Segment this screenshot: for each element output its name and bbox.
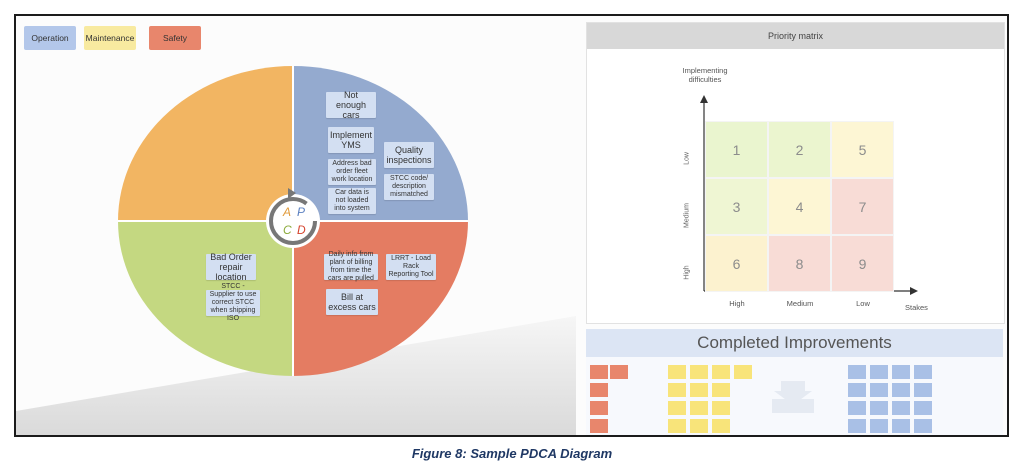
matrix-cell: 3 <box>705 178 768 235</box>
priority-matrix-title: Priority matrix <box>587 23 1004 49</box>
note-stcc-supplier: STCC - Supplier to use correct STCC when… <box>206 283 260 322</box>
note-not-enough-cars: Not enough cars <box>326 90 376 120</box>
completed-improvements-title: Completed Improvements <box>586 329 1003 357</box>
pdca-letter-c: C <box>283 223 292 237</box>
legend-maintenance: Maintenance <box>84 26 136 50</box>
matrix-cell: 6 <box>705 235 768 292</box>
pdca-letter-a: A <box>282 205 291 219</box>
matrix-cell: 2 <box>768 121 831 178</box>
pdca-letter-d: D <box>297 223 306 237</box>
y-tick-low: Low <box>683 152 691 165</box>
x-tick-high: High <box>729 299 745 308</box>
quadrant-plan <box>293 66 468 221</box>
y-tick-medium: Medium <box>683 203 691 228</box>
legend-safety: Safety <box>149 26 201 50</box>
completed-improvements-panel: Completed Improvements <box>586 329 1003 435</box>
pdca-wheel: A P C D <box>118 66 468 376</box>
y-axis-label: Implementing difficulties <box>682 66 728 84</box>
note-bill-excess: Bill at excess cars <box>326 289 378 315</box>
y-tick-high: High <box>683 265 691 280</box>
note-address-bad-order: Address bad order fleet work location <box>328 159 376 185</box>
download-icon <box>772 381 814 413</box>
quadrant-do <box>293 221 468 376</box>
x-tick-medium: Medium <box>786 299 814 308</box>
matrix-cell: 7 <box>831 178 894 235</box>
matrix-cell: 5 <box>831 121 894 178</box>
note-stcc-code: STCC code/ description mismatched <box>384 174 434 200</box>
x-tick-low: Low <box>856 299 870 308</box>
matrix-cell: 4 <box>768 178 831 235</box>
note-lrrt-load: LRRT - Load Rack Reporting Tool <box>386 254 436 280</box>
pdca-letter-p: P <box>297 205 305 219</box>
x-axis-label: Stakes <box>905 303 928 312</box>
matrix-cell: 8 <box>768 235 831 292</box>
legend-operation: Operation <box>24 26 76 50</box>
priority-matrix-panel: Priority matrix Implementing difficultie… <box>586 22 1005 324</box>
matrix-cell: 1 <box>705 121 768 178</box>
figure-caption: Figure 8: Sample PDCA Diagram <box>411 446 613 461</box>
cycle-arrow-icon <box>266 188 320 248</box>
note-daily-info: Daily info from plant of billing from ti… <box>324 251 378 282</box>
matrix-cell: 9 <box>831 235 894 292</box>
note-quality-inspections: Quality inspections <box>384 142 434 168</box>
figure-frame: Operation Maintenance Safety A P C D Not… <box>14 14 1009 437</box>
completed-sticky-notes <box>590 365 932 433</box>
quadrant-act <box>118 66 293 221</box>
note-bad-order-repair: Bad Order repair location <box>206 252 256 282</box>
note-implement-yms: Implement YMS <box>328 127 374 153</box>
note-car-data: Car data is not loaded into system <box>328 188 376 214</box>
